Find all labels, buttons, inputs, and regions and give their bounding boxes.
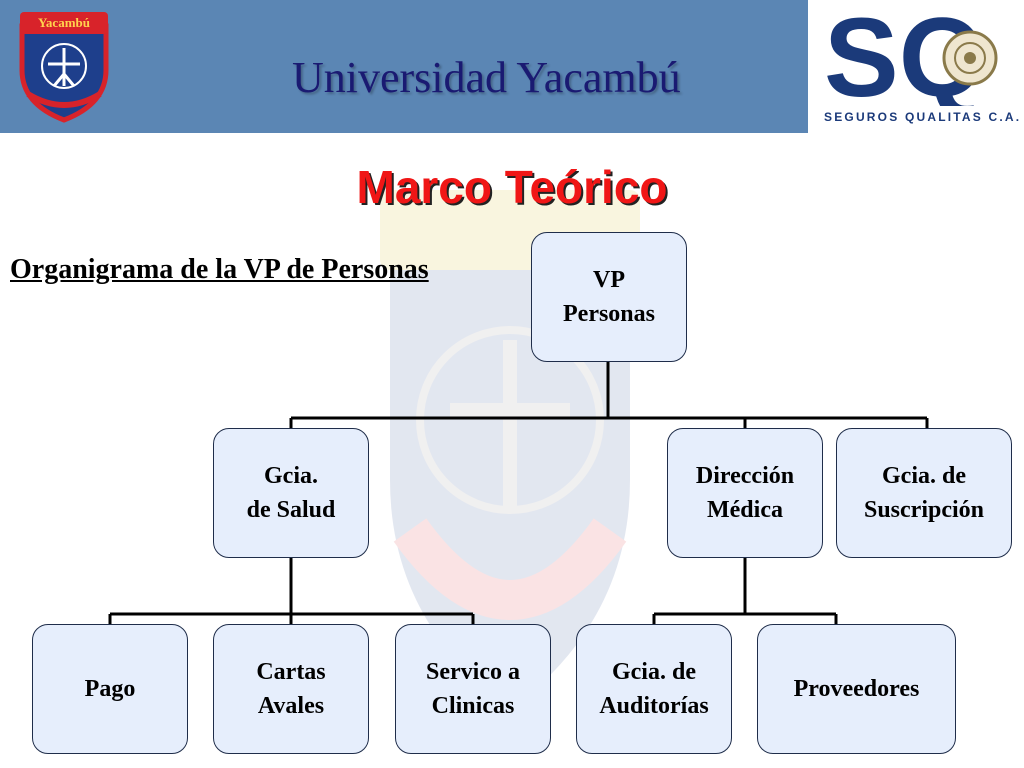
node-direccion-medica: Dirección Médica [667, 428, 823, 558]
university-crest-icon: Yacambú [19, 12, 109, 123]
node-gcia-auditorias: Gcia. de Auditorías [576, 624, 732, 754]
node-vp-personas: VP Personas [531, 232, 687, 362]
slide-title: Marco Teórico [356, 161, 668, 213]
node-pago: Pago [32, 624, 188, 754]
svg-text:Yacambú: Yacambú [38, 15, 90, 30]
node-proveedores: Proveedores [757, 624, 956, 754]
partner-logo-caption: SEGUROS QUALITAS C.A. [824, 110, 1022, 124]
node-cartas-avales: Cartas Avales [213, 624, 369, 754]
seguros-qualitas-logo-icon: SQ [824, 6, 998, 106]
org-chart-subtitle: Organigrama de la VP de Personas [10, 254, 429, 285]
node-gcia-salud: Gcia. de Salud [213, 428, 369, 558]
header-banner: Yacambú Universidad Yacambú [0, 0, 808, 133]
university-title: Universidad Yacambú [292, 53, 681, 102]
partner-logo: SQ SEGUROS QUALITAS C.A. [810, 0, 1024, 133]
node-servicio-clinicas: Servico a Clinicas [395, 624, 551, 754]
node-gcia-suscripcion: Gcia. de Suscripción [836, 428, 1012, 558]
